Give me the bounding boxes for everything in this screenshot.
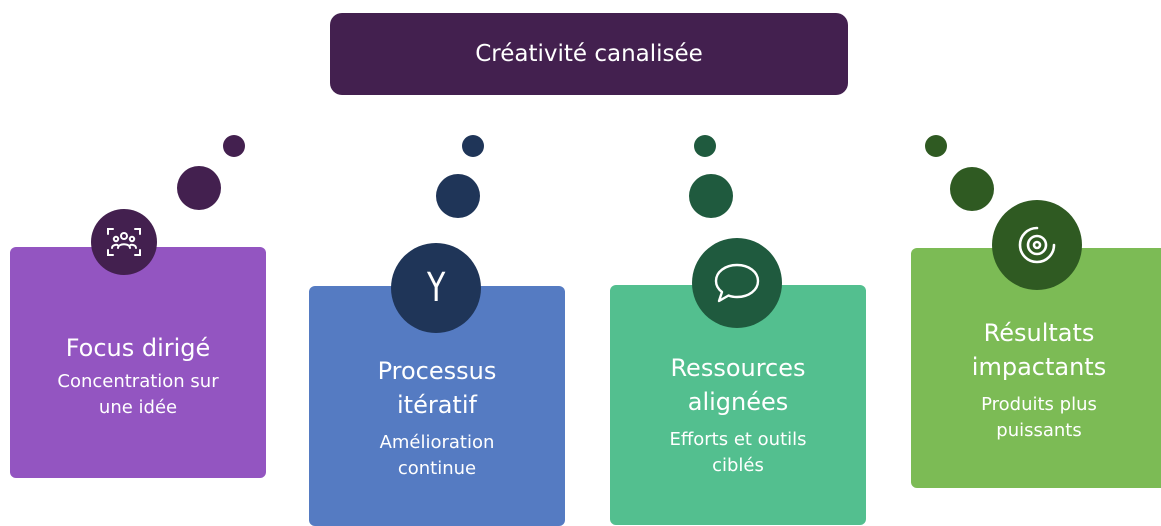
people-scan-icon-circle [91, 209, 157, 275]
banner-title: Créativité canalisée [475, 41, 703, 67]
thought-dot-small [462, 135, 484, 157]
target-icon [1018, 226, 1056, 264]
card-focus: Focus dirigé Concentration sur une idée [10, 247, 266, 478]
y-letter-icon: Y [426, 265, 446, 311]
thought-dot-medium [950, 167, 994, 211]
thought-dot-medium [689, 174, 733, 218]
card-description: Amélioration continue [379, 432, 495, 479]
speech-bubble-icon [714, 263, 760, 303]
card-resultats: Résultats impactants Produits plus puiss… [911, 248, 1161, 488]
card-title: Processus itératif [377, 357, 497, 419]
card-description: Efforts et outils ciblés [669, 429, 807, 476]
thought-dot-medium [436, 174, 480, 218]
y-letter-icon-circle: Y [391, 243, 481, 333]
speech-bubble-icon-circle [692, 238, 782, 328]
thought-dot-small [925, 135, 947, 157]
card-description: Concentration sur une idée [57, 371, 219, 418]
thought-dot-small [223, 135, 245, 157]
target-icon-circle [992, 200, 1082, 290]
header-banner: Créativité canalisée [330, 13, 848, 95]
card-title: Ressources alignées [670, 354, 806, 416]
thought-dot-small [694, 135, 716, 157]
card-title: Résultats impactants [971, 319, 1107, 381]
card-description: Produits plus puissants [981, 394, 1097, 441]
card-title: Focus dirigé [65, 334, 211, 362]
people-scan-icon [107, 228, 141, 256]
thought-dot-medium [177, 166, 221, 210]
